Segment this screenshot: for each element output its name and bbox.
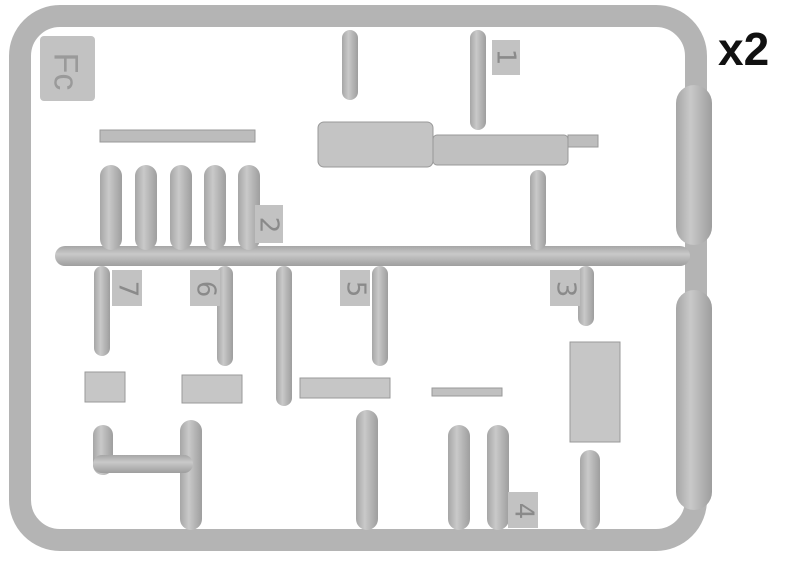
part-2 xyxy=(99,129,256,143)
part-4 xyxy=(431,387,503,397)
part-number-7: 7 xyxy=(112,280,143,298)
sprue-tag xyxy=(40,36,95,101)
part-1 xyxy=(317,121,434,168)
quantity-multiplier: x2 xyxy=(718,23,770,75)
part-6 xyxy=(181,374,243,404)
part-number-1: 1 xyxy=(490,48,521,66)
runner-bulge xyxy=(676,290,712,510)
sprue-code-label: Fc xyxy=(46,52,85,91)
main-runner xyxy=(55,246,690,266)
runner-bulge xyxy=(676,85,712,245)
part-5 xyxy=(299,377,391,399)
part-7 xyxy=(84,371,126,403)
part-number-2: 2 xyxy=(253,216,284,234)
part-number-5: 5 xyxy=(340,280,371,298)
part-number-6: 6 xyxy=(190,280,221,298)
part-number-4: 4 xyxy=(508,502,539,520)
part-number-3: 3 xyxy=(550,280,581,298)
part-3 xyxy=(569,341,621,443)
sprue-frame xyxy=(9,5,707,551)
